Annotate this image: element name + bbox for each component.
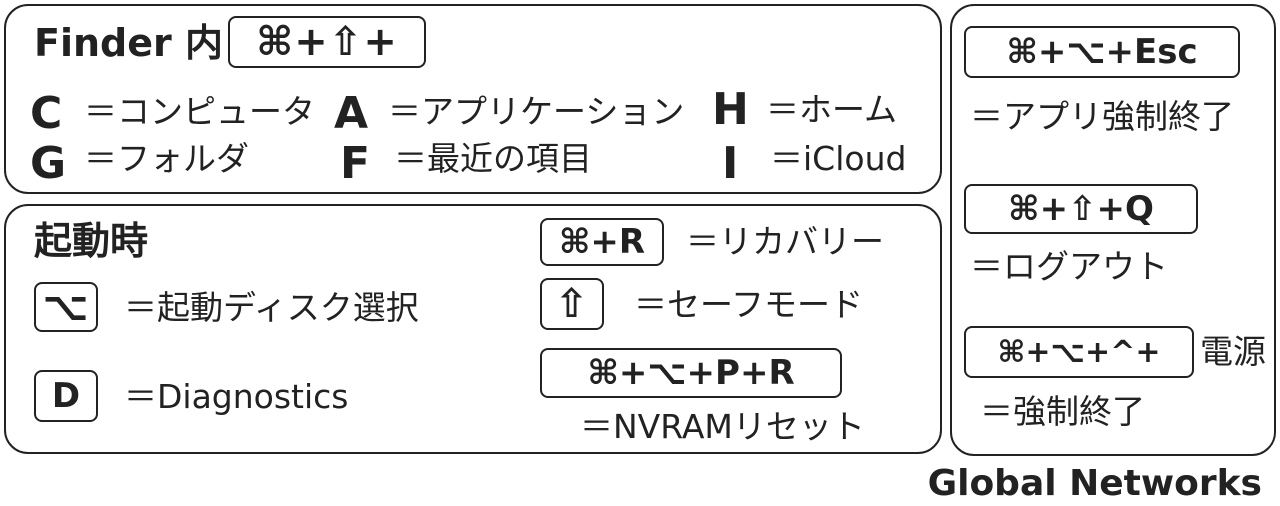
finder-key-a: A bbox=[334, 88, 369, 139]
d-key: D bbox=[34, 370, 98, 422]
safe-mode-label: ＝セーフモード bbox=[634, 285, 864, 324]
cmd-option-p-r-key: ⌘+⌥+P+R bbox=[540, 348, 842, 398]
finder-key-f: F bbox=[340, 138, 371, 189]
startup-disk-label: ＝起動ディスク選択 bbox=[124, 288, 419, 327]
brand-footer: Global Networks bbox=[927, 463, 1262, 504]
finder-key-i: I bbox=[722, 138, 739, 189]
shift-key: ⇧ bbox=[540, 278, 604, 330]
finder-title: Finder 内 bbox=[34, 21, 223, 65]
finder-label-home: ＝ホーム bbox=[766, 90, 898, 129]
logout-key: ⌘+⇧+Q bbox=[964, 184, 1198, 234]
finder-label-applications: ＝アプリケーション bbox=[388, 92, 685, 131]
finder-label-computer: ＝コンピュータ bbox=[84, 92, 315, 131]
option-key: ⌥ bbox=[34, 282, 98, 332]
nvram-reset-label: ＝NVRAMリセット bbox=[580, 407, 865, 446]
finder-combo-key: ⌘+⇧+ bbox=[228, 16, 426, 68]
logout-label: ＝ログアウト bbox=[970, 247, 1168, 286]
force-quit-app-key: ⌘+⌥+Esc bbox=[964, 26, 1240, 78]
startup-shortcuts-panel bbox=[4, 204, 942, 454]
finder-label-folder: ＝フォルダ bbox=[84, 139, 249, 178]
finder-label-recent: ＝最近の項目 bbox=[394, 139, 592, 178]
force-shutdown-key: ⌘+⌥+^+ bbox=[964, 326, 1194, 378]
diagnostics-label: ＝Diagnostics bbox=[124, 377, 349, 416]
power-label: 電源 bbox=[1200, 332, 1266, 371]
force-quit-app-label: ＝アプリ強制終了 bbox=[970, 97, 1234, 136]
finder-key-g: G bbox=[30, 138, 67, 189]
finder-label-icloud: ＝iCloud bbox=[770, 139, 907, 178]
finder-key-h: H bbox=[712, 84, 749, 135]
system-shortcuts-panel bbox=[950, 4, 1276, 456]
finder-key-c: C bbox=[30, 88, 63, 139]
force-shutdown-label: ＝強制終了 bbox=[980, 392, 1145, 431]
recovery-label: ＝リカバリー bbox=[686, 222, 884, 261]
cmd-r-key: ⌘+R bbox=[540, 218, 664, 266]
startup-title: 起動時 bbox=[34, 219, 149, 263]
finder-shortcuts-panel bbox=[4, 4, 942, 194]
